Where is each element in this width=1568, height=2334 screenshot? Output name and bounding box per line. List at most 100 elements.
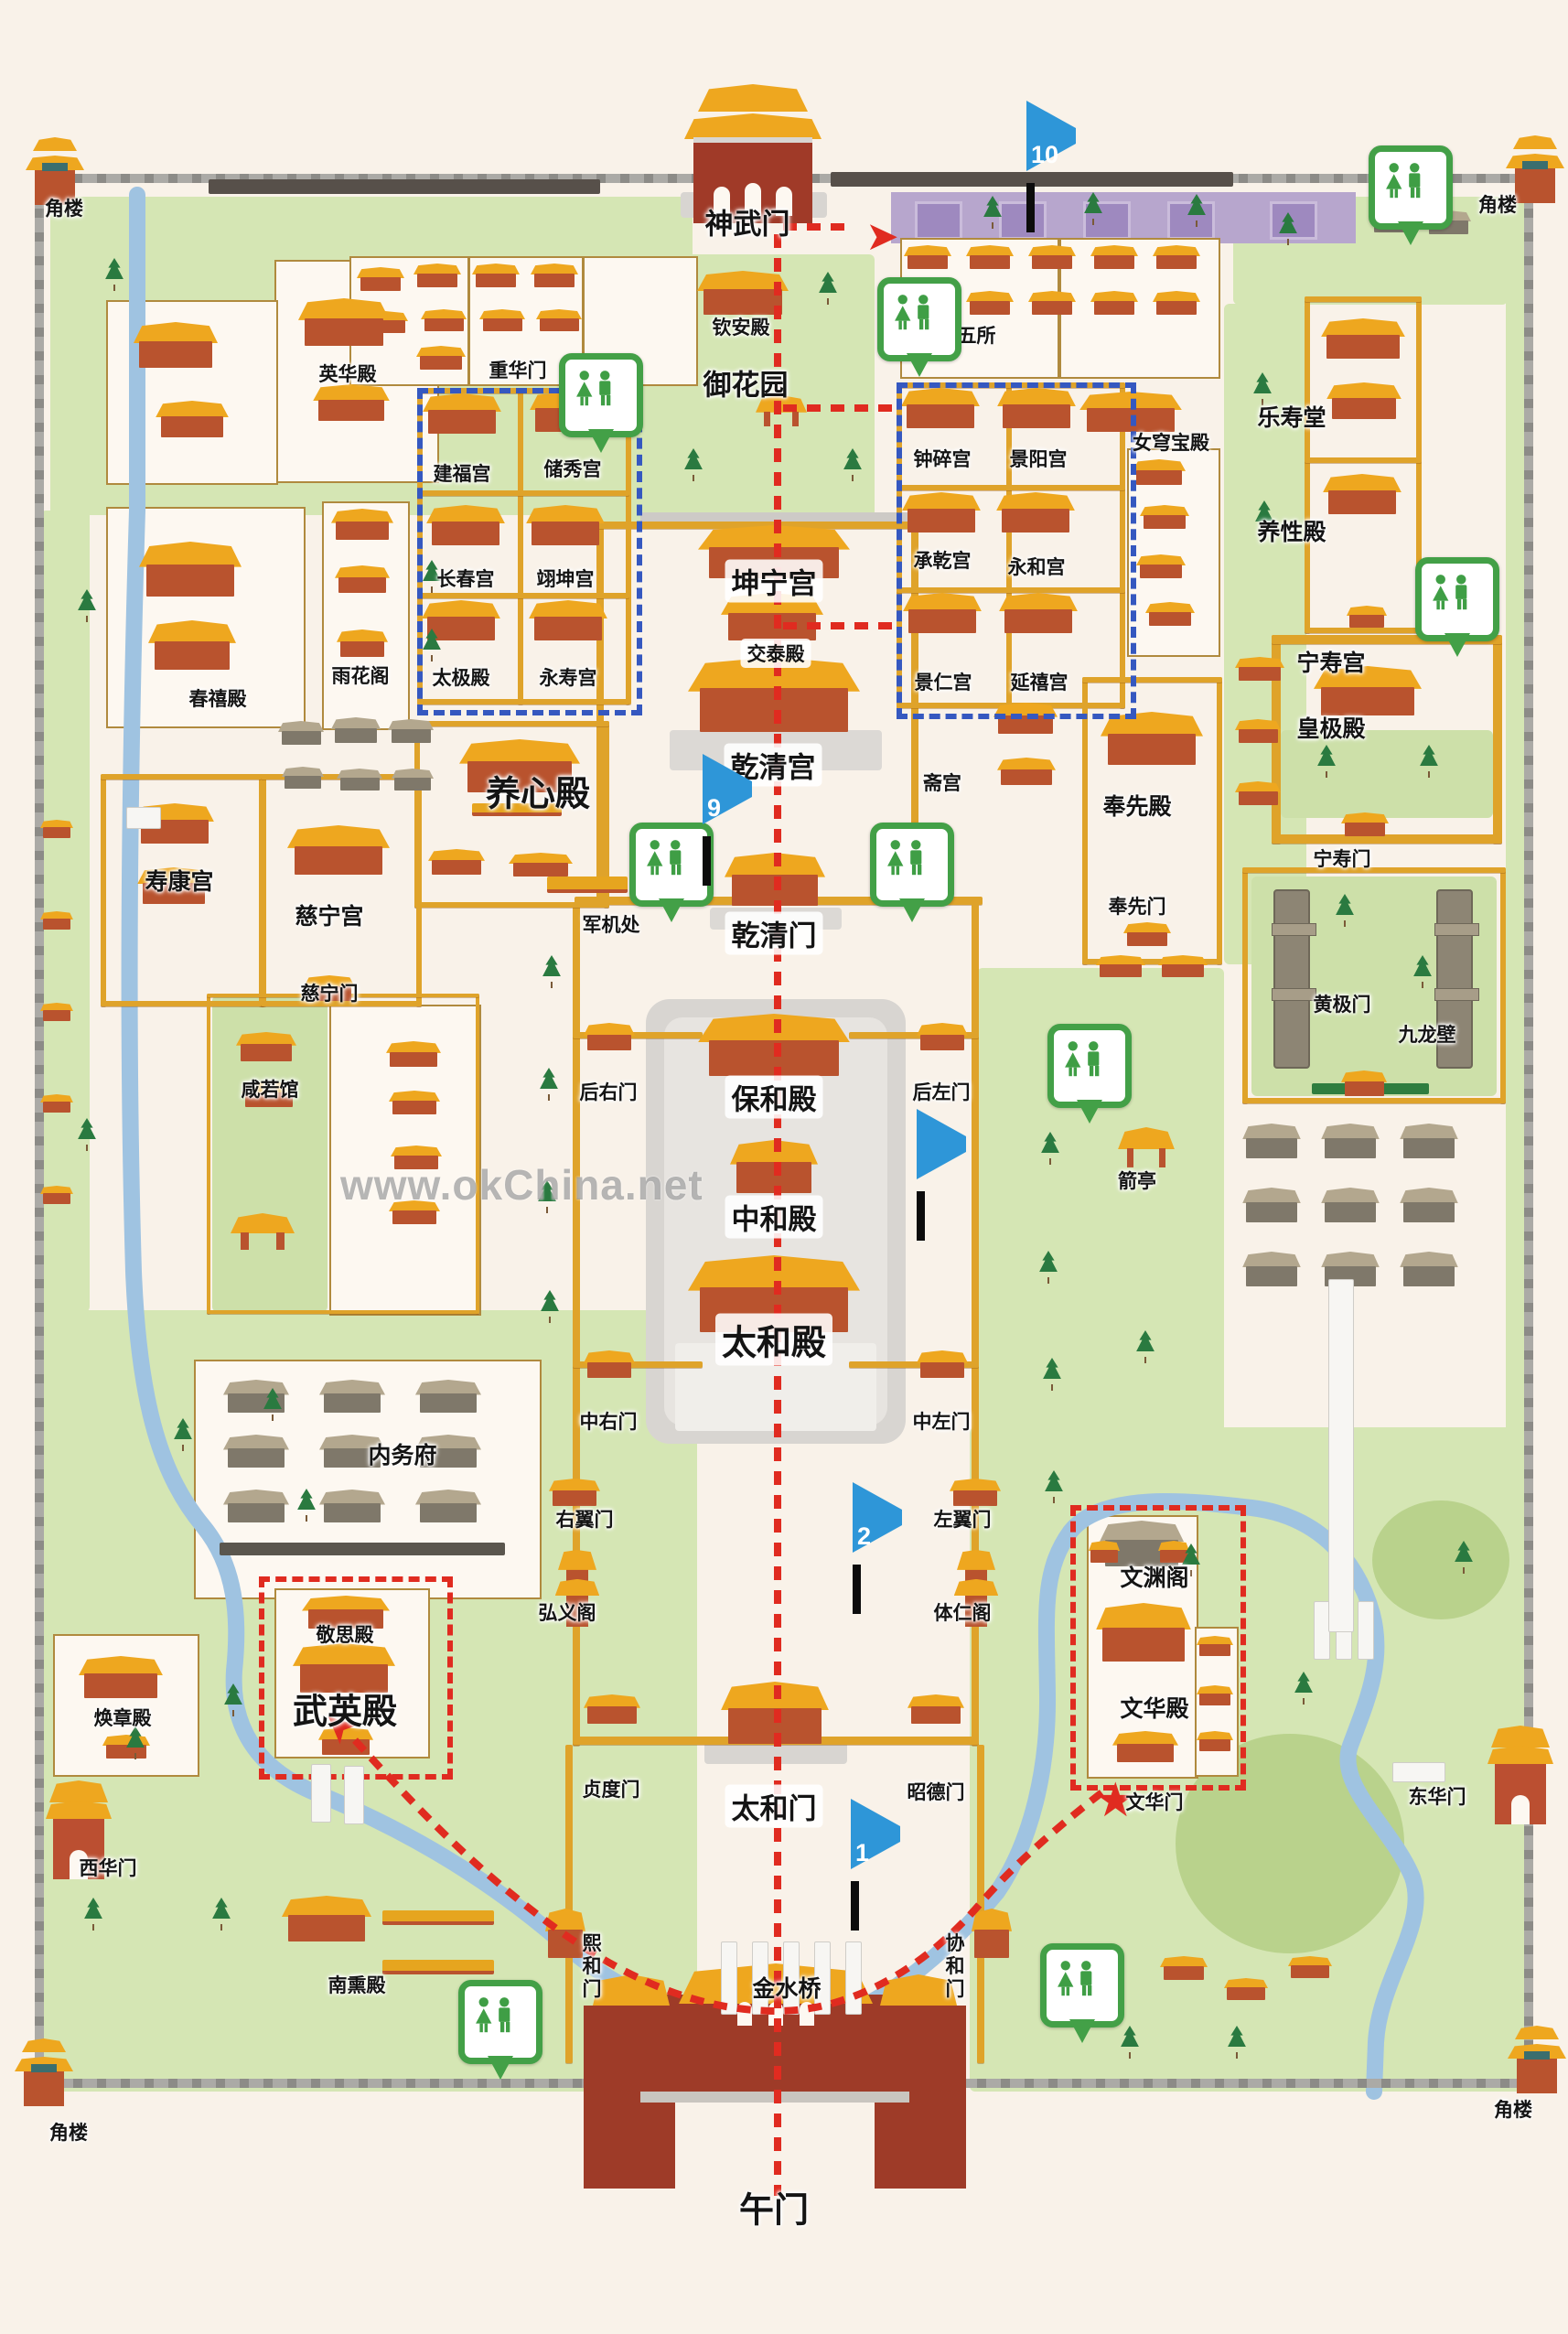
palace-wall xyxy=(416,774,422,1006)
tree-icon xyxy=(1278,212,1298,245)
palace-hall xyxy=(1145,602,1195,626)
corner-tower xyxy=(15,2037,73,2106)
label-景仁宫: 景仁宫 xyxy=(914,672,972,694)
palace-wall xyxy=(207,1310,479,1314)
palace-wall xyxy=(1242,1098,1506,1103)
palace-hall xyxy=(337,629,388,657)
palace-hall xyxy=(1089,1541,1120,1563)
bridge xyxy=(1392,1762,1445,1782)
label-中右门: 中右门 xyxy=(579,1412,638,1433)
label-钦安殿: 钦安殿 xyxy=(712,317,770,339)
palace-hall xyxy=(40,911,73,930)
palace-hall xyxy=(993,703,1058,734)
palace-hall xyxy=(134,322,218,368)
corridor-building xyxy=(547,877,628,893)
label-乾清门: 乾清门 xyxy=(725,911,823,955)
palace-hall xyxy=(137,867,210,904)
palace-hall xyxy=(357,267,404,291)
label-翊坤宫: 翊坤宫 xyxy=(536,569,595,590)
palace-wall xyxy=(897,587,1125,593)
label-太极殿: 太极殿 xyxy=(432,668,490,689)
palace-hall xyxy=(335,565,390,593)
restroom-icon xyxy=(559,353,643,453)
route-flag-9: 9 xyxy=(703,754,752,886)
palace-hall xyxy=(1235,719,1281,743)
restroom-icon xyxy=(1369,145,1453,245)
label-神武门: 神武门 xyxy=(704,208,790,241)
palace-wall xyxy=(1272,834,1502,844)
tree-icon xyxy=(1040,1132,1060,1165)
palace-wall xyxy=(414,902,609,908)
palace-hall xyxy=(966,245,1014,269)
label-文渊阁: 文渊阁 xyxy=(1120,1565,1189,1591)
palace-hall xyxy=(1347,606,1387,628)
palace-hall xyxy=(426,505,505,545)
palace-hall xyxy=(996,492,1075,532)
restroom-icon xyxy=(1047,1024,1132,1124)
label-武英殿: 武英殿 xyxy=(292,1693,398,1732)
label-养心殿: 养心殿 xyxy=(485,775,591,814)
palace-hall xyxy=(428,849,485,875)
palace-hall xyxy=(908,1694,964,1724)
tree-icon xyxy=(539,1068,559,1101)
tree-icon xyxy=(77,589,97,622)
gray-hall xyxy=(319,1380,385,1413)
wall-bar xyxy=(209,179,600,194)
label-乐寿堂: 乐寿堂 xyxy=(1257,405,1326,431)
palace-hall xyxy=(917,1350,968,1378)
city-gate xyxy=(46,1780,112,1883)
gray-hall xyxy=(1242,1124,1301,1158)
label-角楼: 角楼 xyxy=(1478,195,1517,216)
label-雨花阁: 雨花阁 xyxy=(331,666,390,687)
palace-wall xyxy=(977,1745,984,2063)
palace-hall xyxy=(1197,1636,1233,1656)
label-永和宫: 永和宫 xyxy=(1007,557,1066,578)
palace-hall xyxy=(1136,554,1186,578)
palace-hall xyxy=(423,393,501,434)
palace-hall xyxy=(389,1091,440,1114)
palace-hall xyxy=(950,1479,1001,1506)
label-保和殿: 保和殿 xyxy=(725,1075,823,1119)
label-储秀宫: 储秀宫 xyxy=(543,459,602,480)
palace-wall xyxy=(1416,296,1422,633)
palace-hall xyxy=(526,505,605,545)
gray-hall xyxy=(319,1435,385,1468)
palace-wall xyxy=(1272,635,1502,644)
palace-hall xyxy=(1197,1685,1233,1705)
tree-icon xyxy=(1335,894,1355,927)
label-慈宁宫: 慈宁宫 xyxy=(295,904,364,930)
palace-hall xyxy=(531,264,578,287)
restroom-icon xyxy=(877,277,961,377)
label-钟碎宫: 钟碎宫 xyxy=(913,449,972,470)
route-arrow-icon: ➤ xyxy=(865,214,899,259)
palace-wall xyxy=(1082,677,1088,964)
label-景阳宫: 景阳宫 xyxy=(1009,449,1068,470)
label-角楼: 角楼 xyxy=(1494,2100,1532,2121)
gray-hall xyxy=(319,1490,385,1522)
label-角楼: 角楼 xyxy=(45,199,83,220)
palace-hall xyxy=(386,1041,441,1067)
palace-wall xyxy=(897,485,1125,490)
palace-wall xyxy=(101,774,106,1006)
tree-icon xyxy=(818,272,838,305)
palace-hall xyxy=(1158,1541,1189,1563)
gray-hall xyxy=(1321,1124,1380,1158)
palace-wall xyxy=(1305,628,1422,633)
palace-hall xyxy=(139,542,242,597)
restroom-figures-icon xyxy=(576,371,611,406)
tree-icon xyxy=(1083,192,1103,225)
palace-wall xyxy=(1006,382,1012,708)
label-后右门: 后右门 xyxy=(579,1082,638,1103)
label-宁寿宫: 宁寿宫 xyxy=(1296,651,1366,676)
restroom-icon xyxy=(458,1980,542,2080)
tree-icon xyxy=(542,955,562,988)
bridge xyxy=(1358,1601,1374,1660)
tree-icon xyxy=(1254,500,1274,533)
tree-icon xyxy=(173,1418,193,1451)
palace-wall xyxy=(849,1032,979,1038)
label-太和门: 太和门 xyxy=(725,1784,823,1828)
palace-wall xyxy=(476,994,479,1314)
gray-hall xyxy=(415,1490,481,1522)
palace-wall xyxy=(1217,677,1222,964)
gray-hall xyxy=(1321,1188,1380,1222)
